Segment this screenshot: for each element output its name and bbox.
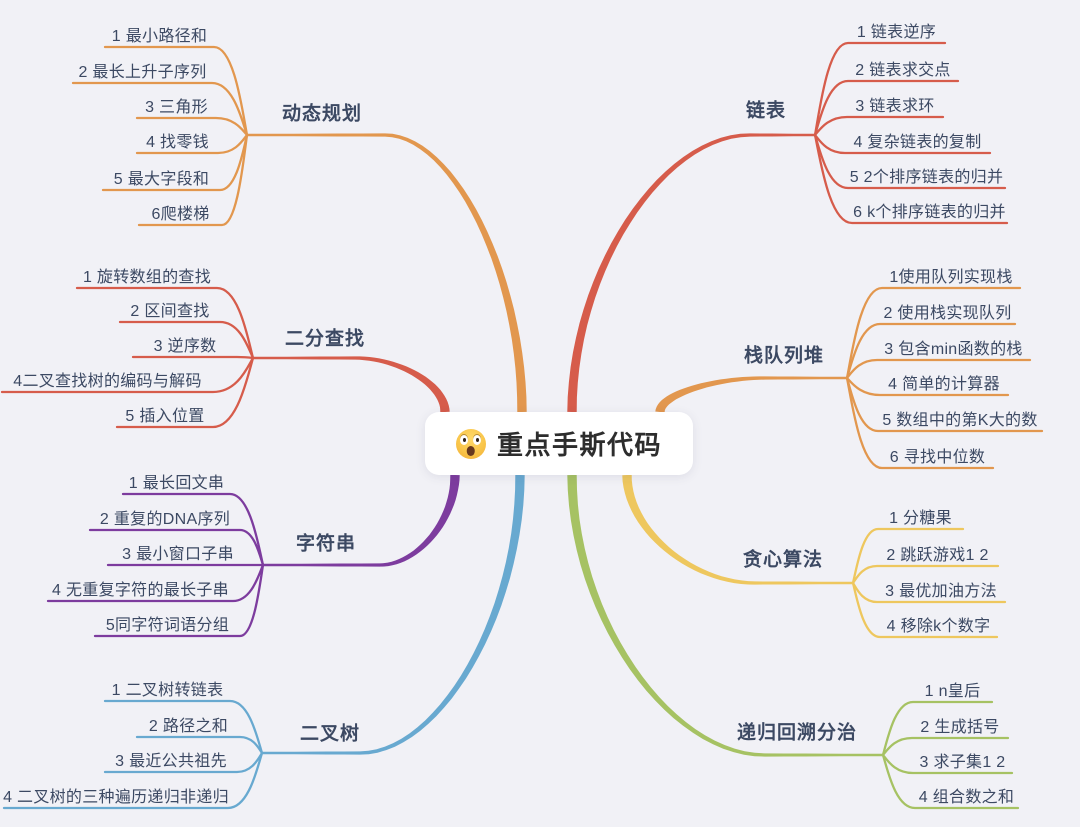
- child-node-7-1[interactable]: 2 生成括号: [920, 719, 1000, 736]
- child-connector-4-1: [813, 79, 960, 137]
- child-connector-1-1: [118, 320, 255, 360]
- child-node-0-2[interactable]: 3 三角形: [145, 99, 208, 116]
- child-node-2-2[interactable]: 3 最小窗口子串: [122, 546, 234, 563]
- child-node-4-2[interactable]: 3 链表求环: [855, 98, 935, 115]
- child-connector-1-2: [131, 355, 255, 360]
- branch-node-2[interactable]: 字符串: [295, 533, 357, 555]
- child-connector-0-1: [71, 81, 249, 137]
- astonished-emoji-icon: [455, 428, 486, 459]
- child-node-0-1[interactable]: 2 最长上升子序列: [78, 64, 207, 81]
- child-node-0-3[interactable]: 4 找零钱: [146, 134, 209, 151]
- child-connector-0-2: [135, 116, 249, 137]
- child-connector-7-1: [881, 736, 1010, 757]
- child-connector-2-1: [88, 528, 265, 567]
- child-connector-6-0: [851, 527, 965, 585]
- child-node-1-1[interactable]: 2 区间查找: [130, 303, 210, 320]
- branch-node-4[interactable]: 链表: [745, 100, 787, 122]
- child-connector-7-3: [881, 753, 1020, 810]
- child-node-4-4[interactable]: 5 2个排序链表的归并: [849, 169, 1004, 186]
- child-node-4-3[interactable]: 4 复杂链表的复制: [853, 134, 982, 151]
- child-connector-4-5: [813, 133, 1009, 225]
- child-node-0-4[interactable]: 5 最大字段和: [113, 171, 210, 188]
- branch-node-6[interactable]: 贪心算法: [742, 549, 824, 571]
- child-node-0-5[interactable]: 6爬楼梯: [151, 206, 210, 223]
- child-node-1-4[interactable]: 5 插入位置: [125, 408, 205, 425]
- child-connector-0-5: [137, 133, 249, 227]
- child-node-2-1[interactable]: 2 重复的DNA序列: [99, 511, 231, 528]
- child-connector-3-0: [103, 699, 264, 755]
- branch-node-5[interactable]: 栈队列堆: [743, 345, 825, 367]
- child-node-4-1[interactable]: 2 链表求交点: [855, 62, 951, 79]
- child-connector-5-5: [845, 376, 995, 470]
- child-node-6-0[interactable]: 1 分糖果: [889, 510, 952, 527]
- child-connector-3-3: [2, 751, 264, 810]
- branch-node-7[interactable]: 递归回溯分治: [736, 722, 858, 744]
- child-connector-6-3: [851, 581, 999, 639]
- child-connector-5-0: [845, 286, 1022, 380]
- child-node-3-3[interactable]: 4 二叉树的三种遍历递归非递归: [3, 789, 229, 806]
- child-connector-1-0: [75, 286, 255, 360]
- child-node-6-3[interactable]: 4 移除k个数字: [886, 618, 991, 635]
- child-connector-5-2: [845, 358, 1032, 380]
- child-node-5-4[interactable]: 5 数组中的第K大的数: [882, 412, 1038, 429]
- child-connector-1-4: [115, 356, 255, 429]
- child-node-4-0[interactable]: 1 链表逆序: [856, 24, 937, 41]
- child-connector-6-1: [851, 564, 1000, 585]
- branch-trunk-6: [622, 474, 853, 585]
- child-node-5-0[interactable]: 1使用队列实现栈: [889, 269, 1013, 286]
- child-connector-4-2: [813, 115, 945, 137]
- child-node-5-1[interactable]: 2 使用栈实现队列: [883, 305, 1012, 322]
- child-node-1-0[interactable]: 1 旋转数组的查找: [82, 269, 212, 286]
- child-node-1-2[interactable]: 3 逆序数: [153, 338, 217, 355]
- center-title: 重点手斯代码: [496, 430, 662, 460]
- child-node-6-1[interactable]: 2 跳跃游戏1 2: [886, 547, 989, 564]
- child-connector-0-0: [103, 45, 249, 137]
- branch-trunk-2: [263, 474, 460, 567]
- child-connector-5-1: [845, 322, 1017, 380]
- child-node-1-3[interactable]: 4二叉查找树的编码与解码: [13, 373, 202, 390]
- branch-trunk-4: [567, 133, 815, 413]
- child-node-5-3[interactable]: 4 简单的计算器: [888, 376, 1000, 393]
- child-node-3-2[interactable]: 3 最近公共祖先: [115, 753, 227, 770]
- branch-trunk-3: [262, 474, 525, 755]
- child-node-7-2[interactable]: 3 求子集1 2: [919, 754, 1006, 771]
- branch-node-1[interactable]: 二分查找: [284, 328, 366, 350]
- branch-trunk-0: [247, 133, 527, 413]
- child-node-7-0[interactable]: 1 n皇后: [924, 683, 981, 700]
- child-connector-7-0: [881, 700, 994, 757]
- child-node-6-2[interactable]: 3 最优加油方法: [885, 583, 997, 600]
- branch-node-0[interactable]: 动态规划: [281, 103, 363, 125]
- child-node-2-3[interactable]: 4 无重复字符的最长子串: [52, 582, 229, 599]
- child-node-0-0[interactable]: 1 最小路径和: [111, 28, 208, 45]
- child-connector-2-4: [93, 563, 265, 638]
- child-connector-4-0: [813, 41, 947, 137]
- child-node-2-4[interactable]: 5同字符词语分组: [105, 617, 230, 634]
- branch-trunk-1: [253, 356, 450, 413]
- child-node-3-0[interactable]: 1 二叉树转链表: [111, 682, 224, 699]
- child-node-3-1[interactable]: 2 路径之和: [148, 718, 229, 735]
- branch-trunk-7: [567, 474, 883, 757]
- child-node-5-2[interactable]: 3 包含min函数的栈: [884, 341, 1023, 358]
- child-node-4-5[interactable]: 6 k个排序链表的归并: [853, 204, 1006, 221]
- branch-node-3[interactable]: 二叉树: [299, 723, 361, 745]
- child-connector-3-1: [135, 735, 264, 755]
- child-node-5-5[interactable]: 6 寻找中位数: [889, 449, 986, 466]
- child-node-7-3[interactable]: 4 组合数之和: [918, 789, 1015, 806]
- center-node[interactable]: 重点手斯代码: [425, 412, 693, 475]
- child-node-2-0[interactable]: 1 最长回文串: [128, 475, 225, 492]
- branch-trunk-5: [655, 376, 847, 413]
